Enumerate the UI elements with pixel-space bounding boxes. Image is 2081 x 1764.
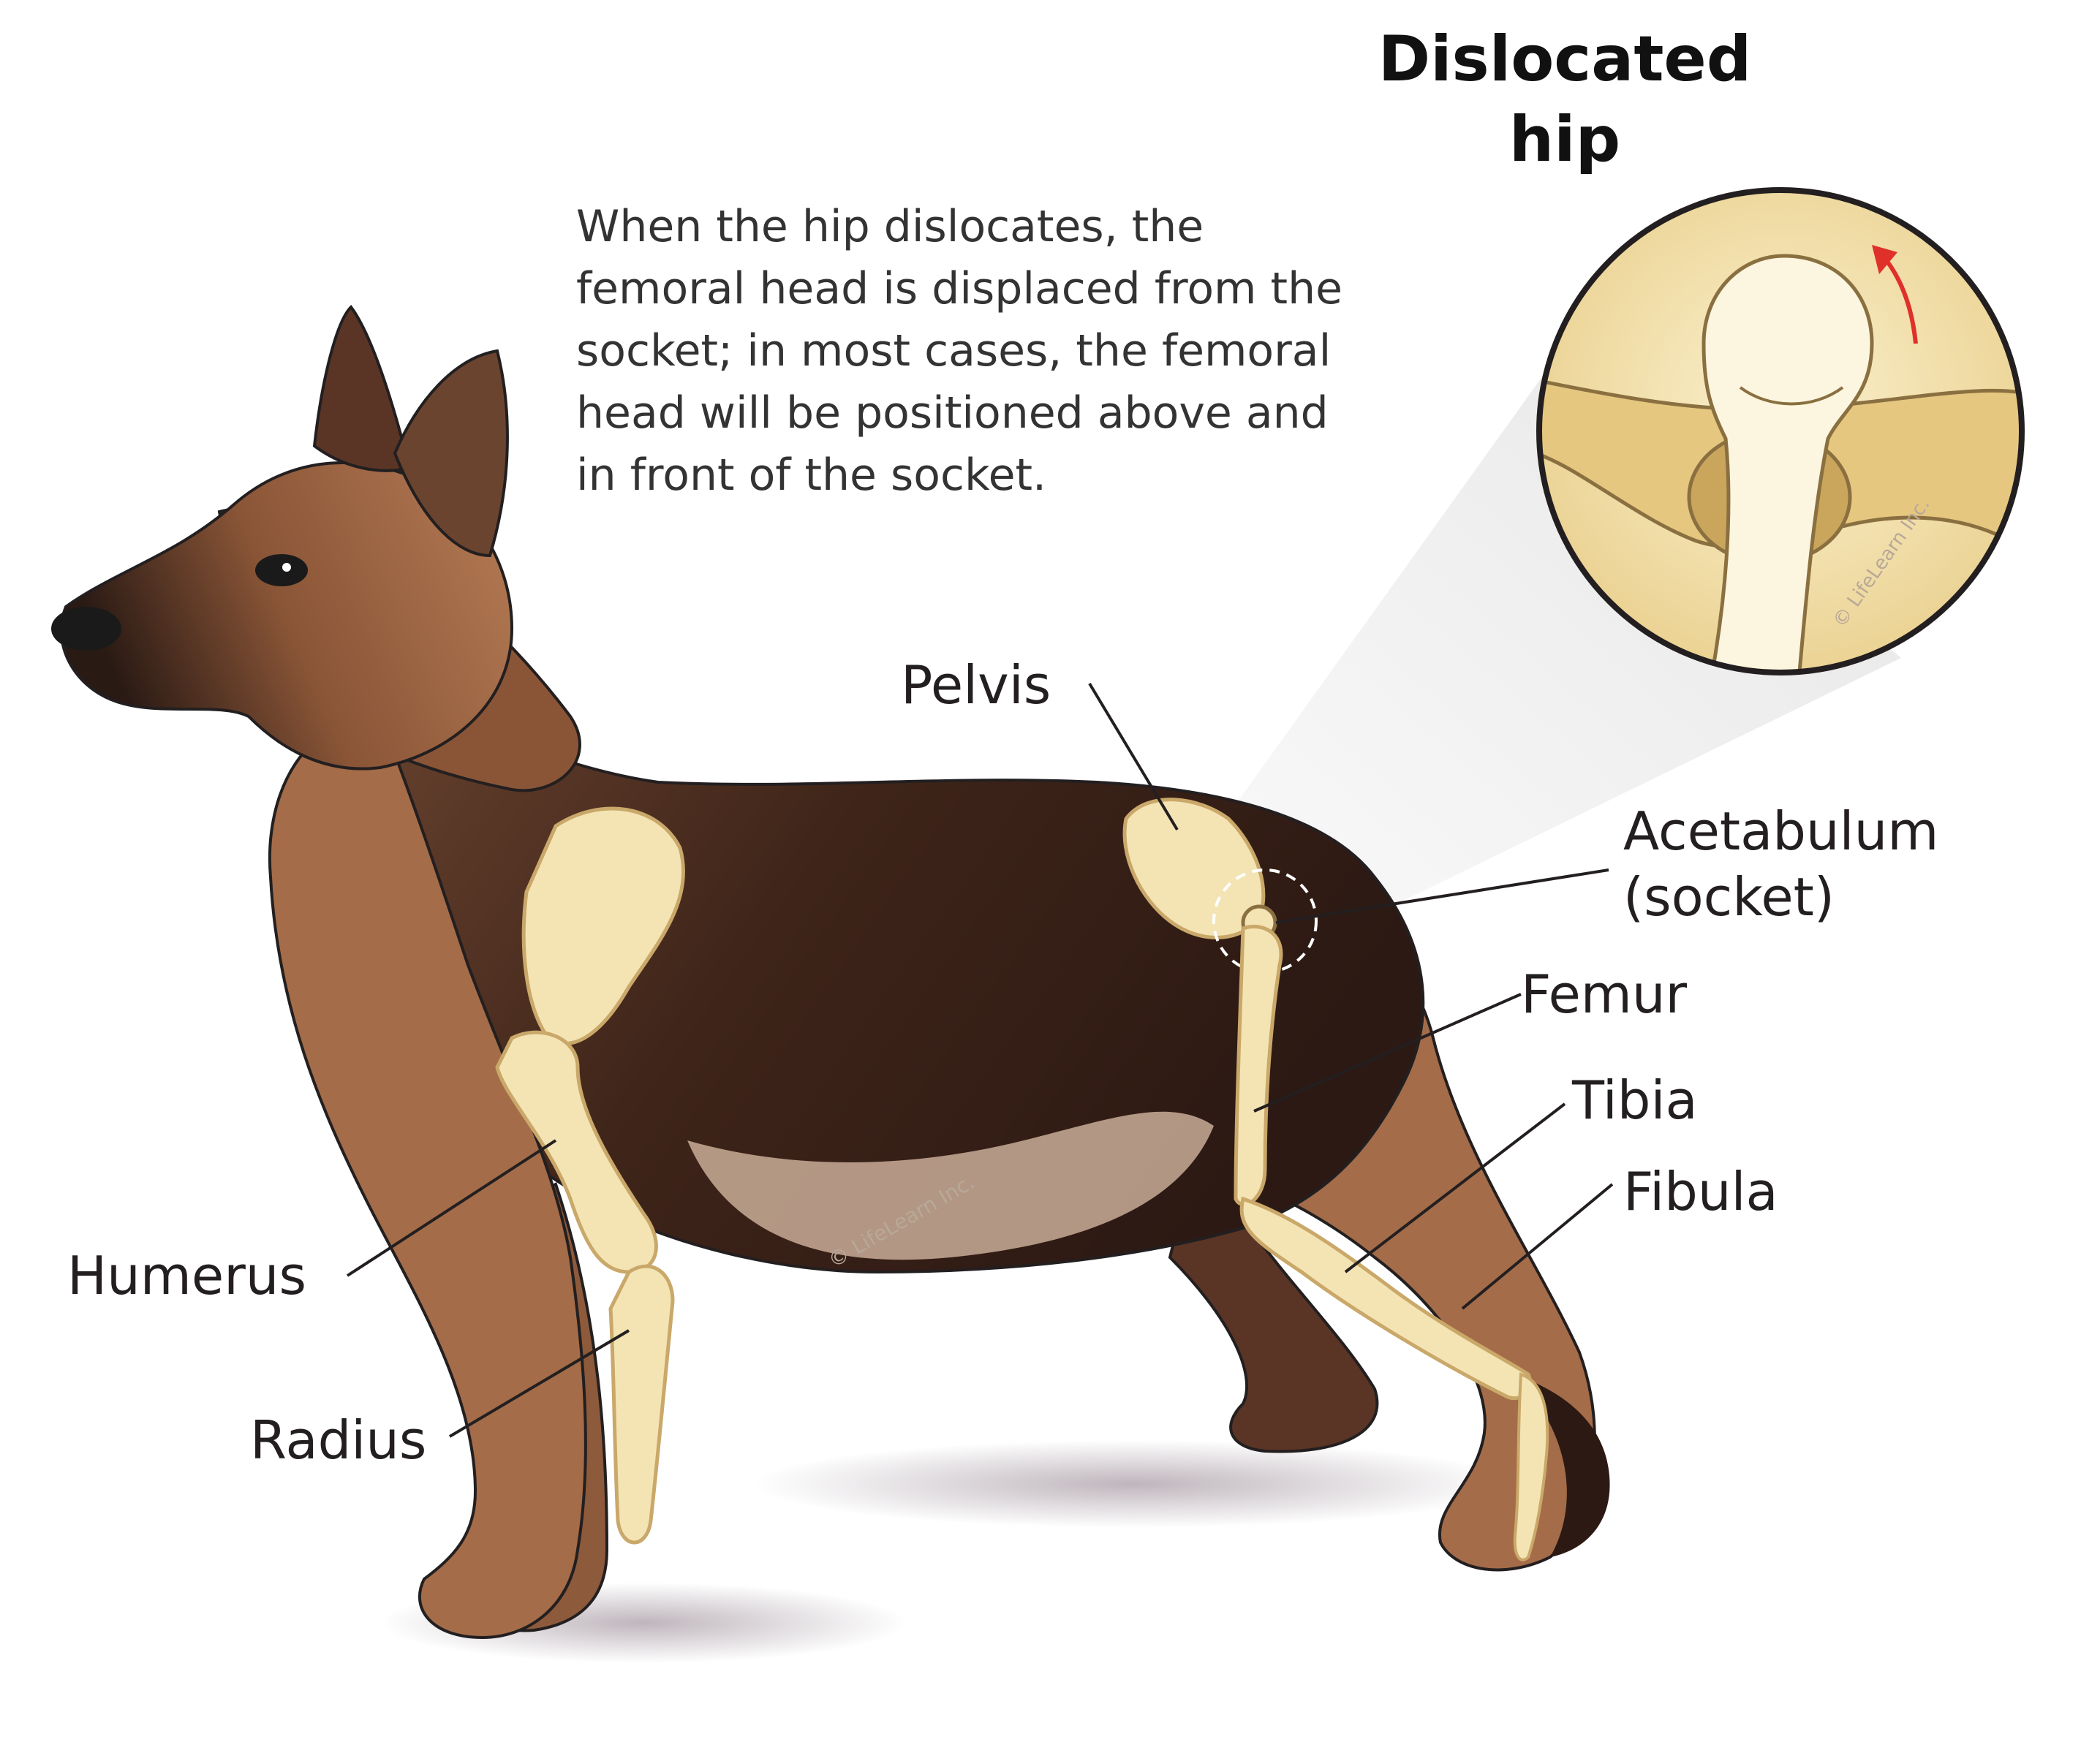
femur-bone bbox=[1234, 924, 1283, 1207]
label-acetabulum: Acetabulum bbox=[1623, 800, 1938, 862]
label-tibia: Tibia bbox=[1571, 1070, 1698, 1131]
ear-right bbox=[393, 349, 509, 558]
inset-circle-frame bbox=[1536, 187, 2025, 675]
ground-shadow-rear bbox=[753, 1440, 1514, 1528]
leader-fibula bbox=[1461, 1183, 1614, 1310]
humerus-bone bbox=[495, 1030, 658, 1274]
description-line-3: socket; in most cases, the femoral bbox=[576, 325, 1331, 376]
ear-left bbox=[312, 304, 412, 472]
leader-humerus bbox=[346, 1139, 557, 1277]
leader-acetabulum bbox=[1275, 868, 1609, 924]
label-humerus: Humerus bbox=[67, 1245, 306, 1306]
inset-femur bbox=[1702, 254, 1874, 673]
title-line-1: Dislocated bbox=[1378, 23, 1752, 96]
radius-bone bbox=[608, 1264, 675, 1545]
description-line-2: femoral head is displaced from the bbox=[576, 263, 1342, 314]
leader-pelvis bbox=[1088, 682, 1179, 831]
inset-femoral-neck-line bbox=[1739, 386, 1844, 406]
eye-highlight bbox=[282, 563, 291, 572]
metatarsal-bones bbox=[1513, 1372, 1549, 1562]
description-line-1: When the hip dislocates, the bbox=[576, 201, 1204, 252]
magnification-cone bbox=[1236, 366, 1901, 950]
inset-displacement-arrow bbox=[1881, 254, 1918, 344]
title-line-2: hip bbox=[1509, 103, 1620, 176]
leader-lines bbox=[346, 682, 1614, 1438]
label-femur: Femur bbox=[1521, 964, 1688, 1025]
dog-head bbox=[59, 461, 514, 771]
scapula-bone bbox=[521, 806, 685, 1045]
dog-nose bbox=[51, 607, 121, 651]
description-line-4: head will be positioned above and bbox=[576, 387, 1329, 439]
label-fibula: Fibula bbox=[1623, 1161, 1778, 1222]
leader-tibia bbox=[1344, 1102, 1566, 1273]
label-pelvis: Pelvis bbox=[901, 654, 1051, 716]
rear-hock-dark bbox=[1514, 1374, 1610, 1557]
label-radius: Radius bbox=[250, 1409, 426, 1471]
inset-hip-detail bbox=[1539, 190, 2022, 673]
belly-light bbox=[687, 1111, 1214, 1260]
description-line-5: in front of the socket. bbox=[576, 450, 1046, 501]
dog-eye bbox=[255, 554, 308, 586]
inset-arrow-head bbox=[1872, 245, 1897, 274]
leader-femur bbox=[1253, 993, 1522, 1113]
leader-radius bbox=[448, 1329, 630, 1438]
label-acetabulum-socket: (socket) bbox=[1623, 866, 1835, 928]
